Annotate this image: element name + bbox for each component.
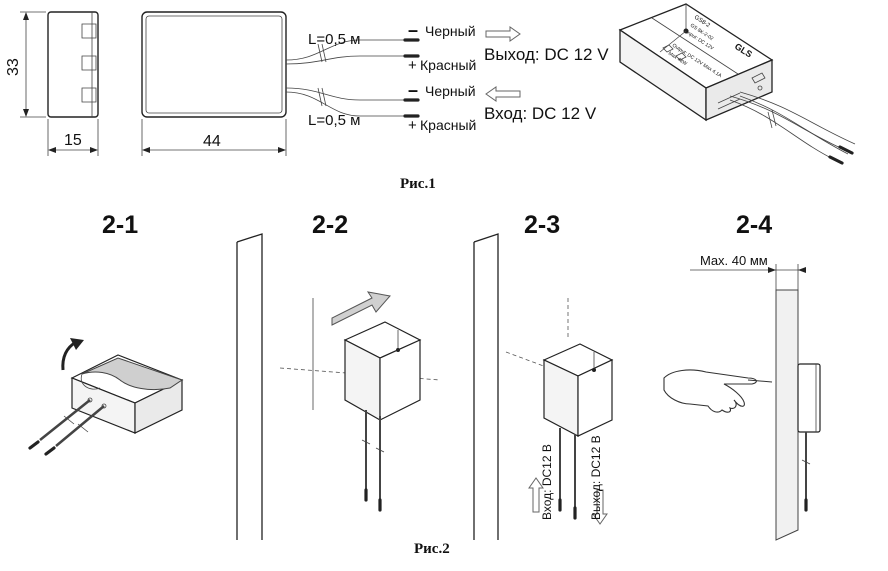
top-view (141, 11, 420, 156)
step-2-1-illustration (28, 338, 184, 456)
dim-height: 33 (5, 58, 22, 76)
step-2-2-title: 2-2 (312, 211, 348, 239)
device-isometric (618, 3, 856, 165)
output-label: Выход: DC 12 V (484, 45, 609, 64)
input-up-arrow-icon (528, 477, 544, 513)
step-2-3-illustration (473, 233, 614, 540)
output-arrow-icon (485, 26, 521, 42)
max-depth-label: Max. 40 мм (700, 253, 768, 268)
input-arrow-icon (485, 86, 521, 102)
figure1-caption: Рис.1 (400, 176, 436, 192)
in-minus-sign: – (408, 80, 418, 100)
in-voltage-label: Вход: DC12 В (540, 444, 554, 520)
output-down-arrow-icon (592, 489, 608, 525)
figure2-caption: Рис.2 (414, 541, 450, 557)
in-red-label: Красный (420, 117, 476, 133)
step-2-3-title: 2-3 (524, 211, 560, 239)
step-2-4-illustration (690, 264, 821, 541)
out-red-label: Красный (420, 57, 476, 73)
in-plus-sign: + (408, 117, 417, 134)
step-2-2-illustration (236, 233, 441, 540)
out-minus-sign: – (408, 20, 418, 40)
dim-width-side: 15 (64, 132, 82, 149)
in-black-label: Черный (425, 83, 476, 99)
dim-width-top: 44 (203, 133, 221, 150)
out-black-label: Черный (425, 23, 476, 39)
step-2-1-title: 2-1 (102, 211, 138, 239)
cable-length-in: L=0,5 м (308, 112, 360, 129)
side-view (20, 11, 99, 156)
out-voltage-label: Выход: DC12 В (589, 435, 603, 520)
hand-icon (663, 369, 773, 413)
out-plus-sign: + (408, 57, 417, 74)
step-2-4-title: 2-4 (736, 211, 772, 239)
cable-length-out: L=0,5 м (308, 31, 360, 48)
input-label: Вход: DC 12 V (484, 104, 597, 123)
